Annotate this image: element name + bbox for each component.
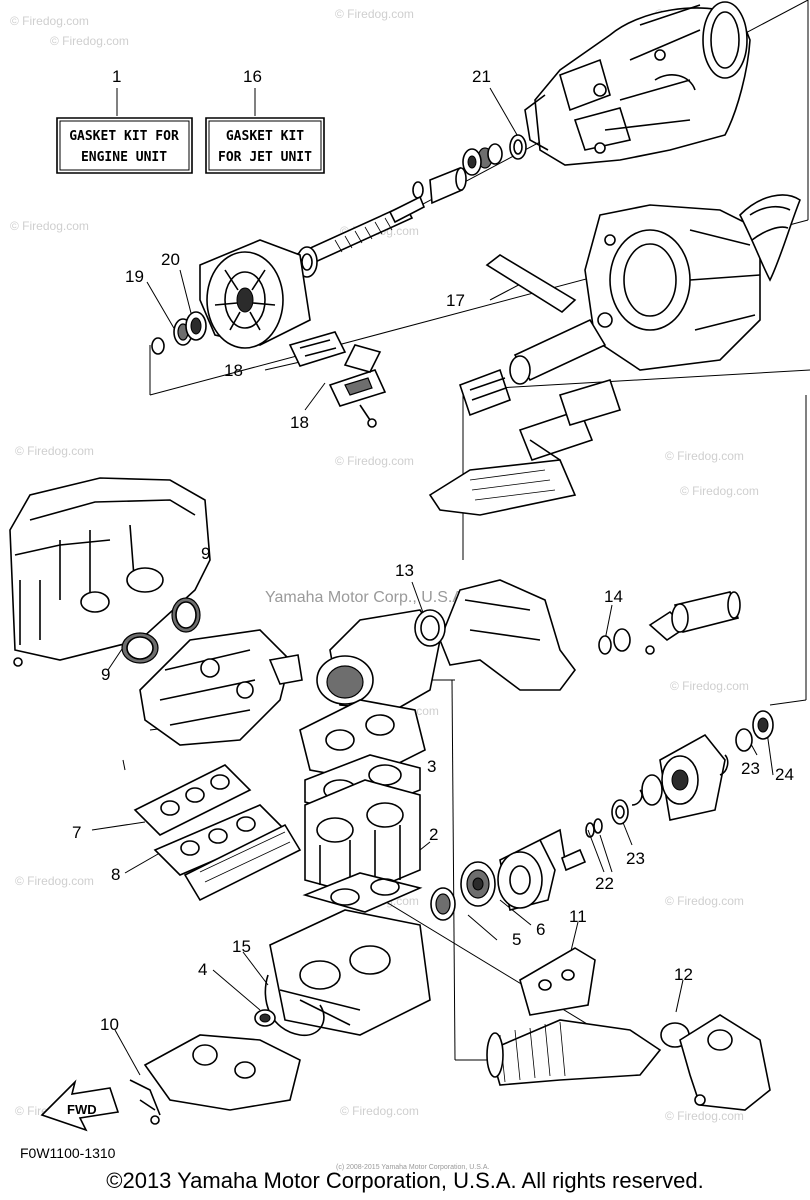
- kit-engine-line2: ENGINE UNIT: [81, 150, 167, 165]
- jet-pump-housing: [585, 195, 800, 370]
- callout-10: 10: [100, 1015, 119, 1034]
- gasket-plates-7-8: [135, 765, 300, 900]
- drive-shaft-assembly: [152, 135, 526, 354]
- diagram-code: F0W1100-1310: [20, 1145, 116, 1161]
- exhaust-manifold-assembly: [487, 948, 770, 1110]
- watermark: © Firedog.com: [670, 679, 749, 693]
- callout-7: 7: [72, 823, 81, 842]
- intake-assembly: [430, 255, 620, 515]
- watermark: © Firedog.com: [335, 454, 414, 468]
- callout-14: 14: [604, 587, 623, 606]
- callout-18b: 18: [290, 413, 309, 432]
- kit-jet-line1: GASKET KIT: [226, 129, 304, 144]
- callout-9b: 9: [101, 665, 110, 684]
- callout-23a: 23: [626, 849, 645, 868]
- fwd-arrow: FWD: [42, 1082, 118, 1130]
- callout-21: 21: [472, 67, 491, 86]
- watermark: © Firedog.com: [665, 1109, 744, 1123]
- callout-19: 19: [125, 267, 144, 286]
- engine-block-assembly: [255, 700, 430, 1035]
- watermark: © Firedog.com: [665, 449, 744, 463]
- watermark: © Firedog.com: [15, 444, 94, 458]
- callout-16: 16: [243, 67, 262, 86]
- callout-23b: 23: [741, 759, 760, 778]
- kit-engine-line1: GASKET KIT FOR: [69, 129, 179, 144]
- watermark: © Firedog.com: [15, 874, 94, 888]
- gasket-18-assembly: [290, 332, 385, 427]
- jet-nozzle-assembly: [525, 2, 750, 165]
- watermark: © Firedog.com: [10, 14, 89, 28]
- callout-1: 1: [112, 67, 121, 86]
- gasket-kit-jet-box: GASKET KIT FOR JET UNIT: [206, 118, 324, 173]
- intake-manifold-assembly: [140, 630, 302, 745]
- watermark: © Firedog.com: [665, 894, 744, 908]
- callout-24: 24: [775, 765, 794, 784]
- watermark: © Firedog.com: [340, 1104, 419, 1118]
- engine-cover-assembly: [10, 478, 210, 666]
- copyright-footer: ©2013 Yamaha Motor Corporation, U.S.A. A…: [106, 1168, 703, 1193]
- callout-13: 13: [395, 561, 414, 580]
- callout-11: 11: [569, 907, 587, 926]
- callout-2: 2: [429, 825, 438, 844]
- callout-4: 4: [198, 960, 207, 979]
- watermark: © Firedog.com: [680, 484, 759, 498]
- callout-12: 12: [674, 965, 693, 984]
- watermark: © Firedog.com: [50, 34, 129, 48]
- kit-jet-line2: FOR JET UNIT: [218, 150, 312, 165]
- callout-22: 22: [595, 874, 614, 893]
- callout-8: 8: [111, 865, 120, 884]
- fwd-label: FWD: [67, 1102, 97, 1117]
- callout-18a: 18: [224, 361, 243, 380]
- watermark: © Firedog.com: [10, 219, 89, 233]
- callouts: 1 2 3 4 5 6 7 8 9 9 10 11 12 13 14 15 16…: [72, 67, 794, 1034]
- watermark: © Firedog.com: [335, 7, 414, 21]
- coupling-assembly: [431, 711, 773, 920]
- callout-3: 3: [427, 757, 436, 776]
- center-watermark: Yamaha Motor Corp., U.S.A.: [265, 589, 467, 606]
- exhaust-assembly: [317, 580, 740, 710]
- callout-15: 15: [232, 937, 251, 956]
- callout-5: 5: [512, 930, 521, 949]
- callout-9a: 9: [201, 544, 210, 563]
- callout-20: 20: [161, 250, 180, 269]
- gasket-kit-engine-box: GASKET KIT FOR ENGINE UNIT: [57, 118, 192, 173]
- faint-watermark: (c) 2008-2015 Yamaha Motor Corporation, …: [336, 1164, 489, 1171]
- callout-17: 17: [446, 291, 465, 310]
- bracket-assembly: [130, 1035, 300, 1124]
- callout-6: 6: [536, 920, 545, 939]
